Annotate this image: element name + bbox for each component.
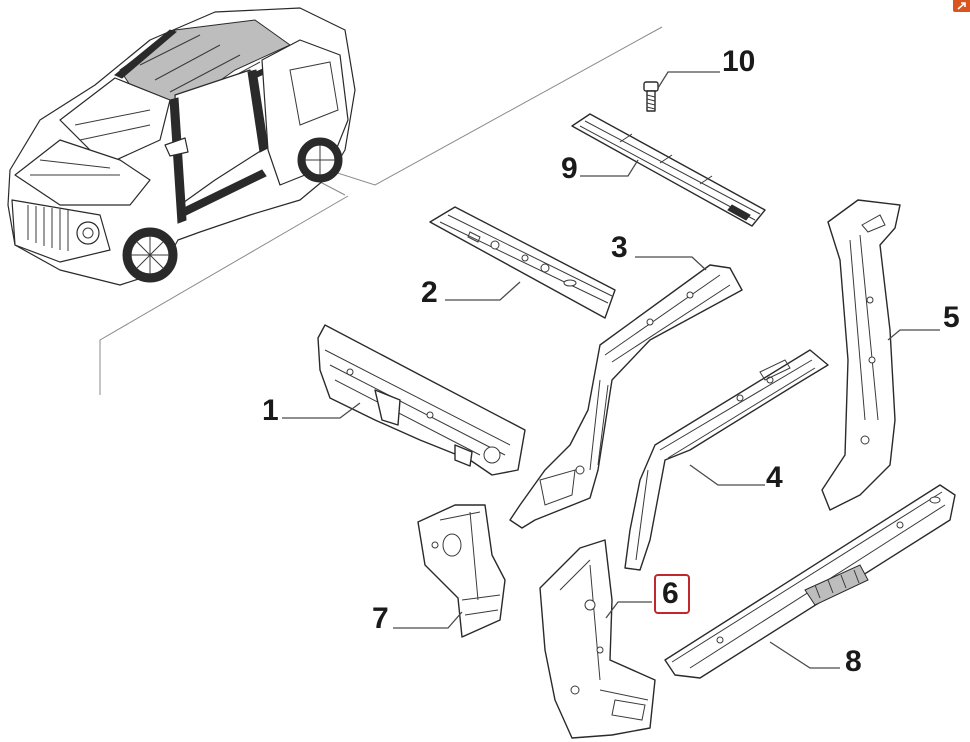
callout-7[interactable]: 7 [372, 602, 389, 635]
part-9-roof-bow [571, 113, 766, 227]
callout-3[interactable]: 3 [611, 231, 628, 264]
callout-10[interactable]: 10 [722, 45, 756, 78]
selected-part-highlight [654, 574, 690, 614]
vehicle-overview [7, 7, 356, 286]
part-7-lower-pillar [417, 504, 506, 638]
part-4-side-rail [624, 349, 829, 571]
part-3-pillar-rail [509, 264, 743, 529]
callout-6[interactable]: 6 [662, 577, 679, 610]
callout-8[interactable]: 8 [845, 645, 862, 678]
callout-5[interactable]: 5 [943, 301, 960, 334]
callout-4[interactable]: 4 [766, 461, 783, 494]
part-6-a-pillar-lower [539, 539, 656, 739]
part-1-cowl-panel [317, 324, 526, 476]
callout-2[interactable]: 2 [421, 276, 438, 309]
part-5-b-pillar [821, 199, 901, 511]
part-2-cross-member [429, 206, 616, 319]
callout-1[interactable]: 1 [262, 394, 279, 427]
leader-lines [282, 71, 940, 669]
callout-9[interactable]: 9 [561, 152, 578, 185]
part-8-sill [664, 484, 956, 679]
part-10-bolt [643, 81, 659, 112]
expand-icon[interactable] [953, 0, 970, 12]
